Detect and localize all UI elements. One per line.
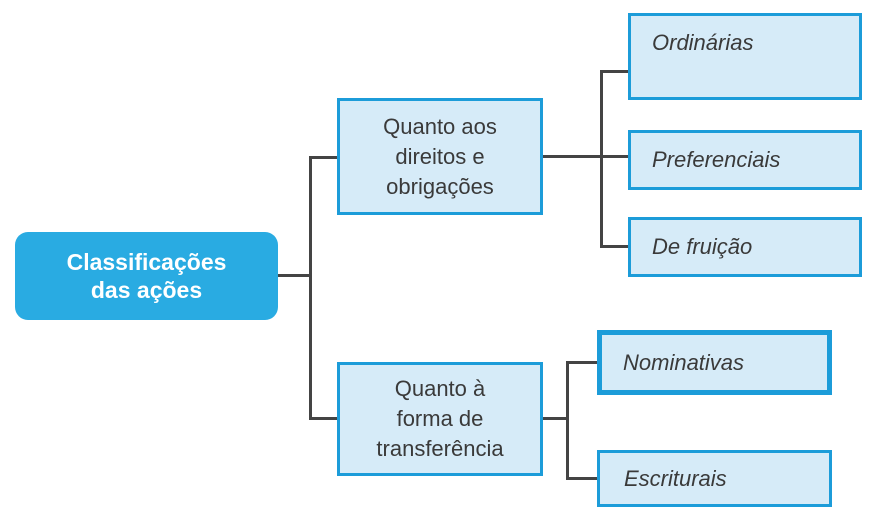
category-box-direitos-obrigacoes: Quanto aos direitos e obrigações: [337, 98, 543, 215]
category-box-forma-transferencia: Quanto à forma de transferência: [337, 362, 543, 476]
leaf-box-ordinarias: Ordinárias: [628, 13, 862, 100]
connector-left-vertical: [309, 156, 312, 420]
connector-right-bottom-vertical: [566, 361, 569, 480]
connector-stub-direitos: [309, 156, 337, 159]
connector-transferencia-horizontal: [543, 417, 566, 420]
connector-stub-transferencia: [309, 417, 337, 420]
category-direitos-line2: direitos e: [395, 143, 485, 169]
category-transferencia-line1: Quanto à: [394, 376, 486, 401]
leaf-label-preferenciais: Preferenciais: [652, 147, 781, 172]
connector-right-top-vertical: [600, 70, 603, 248]
root-node-classificacoes: Classificações das ações: [15, 232, 278, 320]
category-transferencia-line3: transferência: [376, 436, 504, 461]
connector-stub-defruicao: [603, 245, 628, 248]
connector-direitos-horizontal: [543, 155, 628, 158]
leaf-box-nominativas: Nominativas: [597, 330, 832, 395]
connector-stub-ordinarias: [603, 70, 628, 73]
leaf-label-nominativas: Nominativas: [623, 349, 745, 375]
category-direitos-line3: obrigações: [386, 173, 494, 199]
leaf-box-defruicao: De fruição: [628, 217, 862, 277]
leaf-box-preferenciais: Preferenciais: [628, 130, 862, 190]
leaf-box-escriturais: Escriturais: [597, 450, 832, 507]
category-direitos-line1: Quanto aos: [383, 113, 497, 139]
root-label-line1: Classificações: [66, 249, 227, 275]
leaf-label-defruicao: De fruição: [652, 234, 753, 259]
connector-stub-nominativas: [569, 361, 597, 364]
leaf-label-ordinarias: Ordinárias: [652, 30, 754, 55]
category-transferencia-line2: forma de: [396, 406, 484, 431]
root-label-line2: das ações: [90, 277, 203, 303]
connector-stub-escriturais: [569, 477, 597, 480]
leaf-label-escriturais: Escriturais: [624, 465, 727, 491]
connector-root-horizontal: [278, 274, 310, 277]
